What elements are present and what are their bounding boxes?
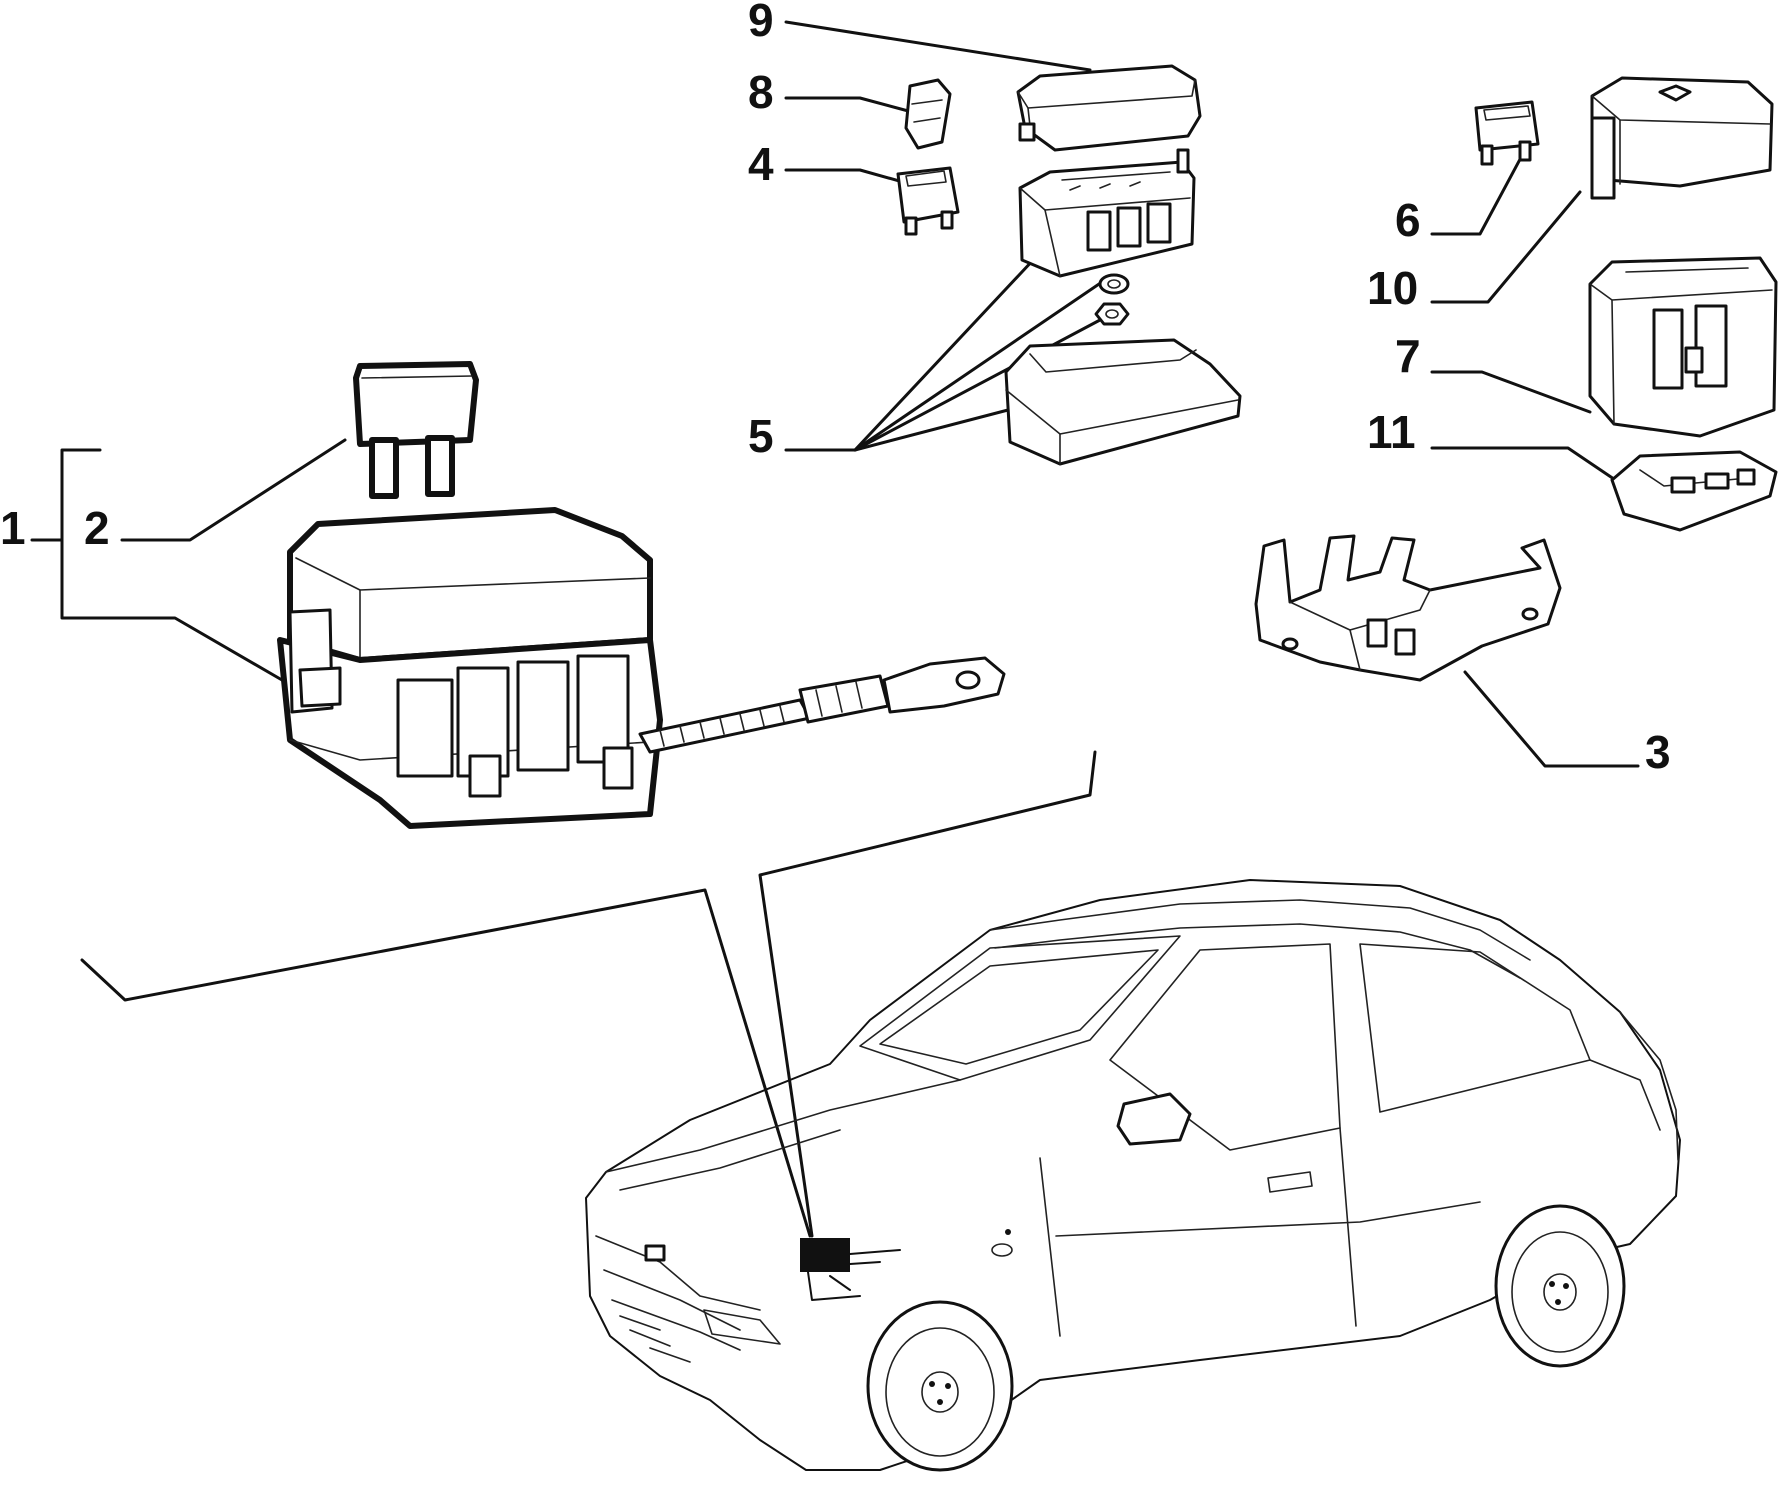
fuse-right (1474, 100, 1540, 166)
fuse-box-location-marker (800, 1238, 850, 1272)
relay-box-cover (1590, 76, 1774, 200)
leader-5a (853, 256, 1037, 452)
leader-9 (784, 20, 1092, 72)
callout-9: 9 (748, 0, 774, 46)
small-fuse (904, 78, 952, 150)
callout-1: 1 (0, 502, 26, 554)
detail-line-right (758, 750, 1097, 1238)
car-illustration (585, 879, 1681, 1472)
callout-10: 10 (1367, 262, 1418, 314)
fuse-box-cover (1016, 64, 1202, 152)
leader-3 (1463, 670, 1640, 768)
fuse-box-tray (1004, 338, 1242, 466)
large-blade-fuse (353, 361, 479, 499)
leader-10 (1430, 190, 1582, 304)
leader-lines (30, 20, 1644, 1238)
tray-right (1610, 450, 1778, 532)
mini-blade-fuse (896, 166, 960, 236)
fuse-box-base (1018, 148, 1196, 278)
callout-6: 6 (1395, 194, 1421, 246)
leader-8 (784, 96, 914, 114)
detail-line-left (80, 888, 812, 1238)
leader-4 (784, 168, 912, 186)
nut-lower (1094, 302, 1130, 326)
callout-11: 11 (1367, 406, 1416, 458)
mounting-bracket (1254, 534, 1562, 682)
leader-2 (120, 438, 347, 542)
main-fuse-box-assembly (277, 507, 1006, 829)
leader-6 (1430, 148, 1527, 236)
bracket-1 (60, 448, 284, 682)
callout-4: 4 (748, 138, 774, 190)
relay-box-right (1588, 256, 1778, 438)
callout-2: 2 (84, 502, 110, 554)
leader-5d (853, 408, 1010, 452)
leader-5b (853, 280, 1104, 452)
leader-5c (853, 318, 1102, 452)
leader-7 (1430, 370, 1592, 414)
leader-11 (1430, 446, 1644, 500)
callout-3: 3 (1645, 726, 1671, 778)
callout-5: 5 (748, 410, 774, 462)
callout-7: 7 (1395, 330, 1421, 382)
nut-upper (1098, 273, 1130, 295)
callout-8: 8 (748, 66, 774, 118)
